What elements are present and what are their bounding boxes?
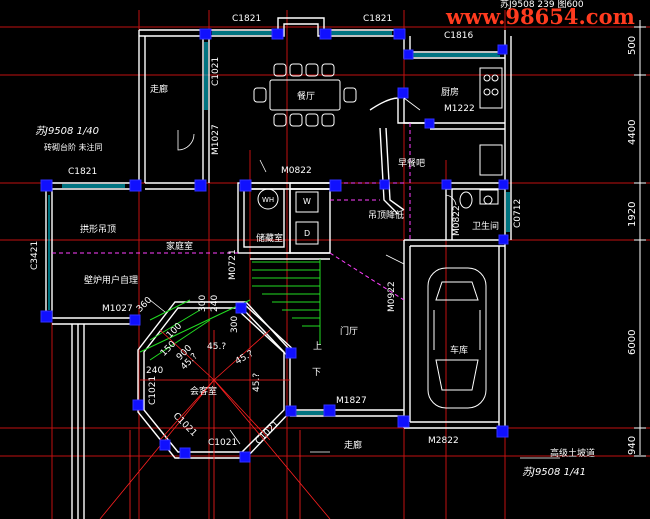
door-code-m1027-dining: M1027 xyxy=(211,124,221,155)
room-corridor: 走廊 xyxy=(150,85,169,95)
ramp-arrow xyxy=(310,451,560,459)
window-code-c1816: C1816 xyxy=(444,31,474,41)
reference-bottom-right: 苏J9508 1/41 xyxy=(522,467,587,478)
car-outline xyxy=(427,267,487,409)
angle-label-a: 45.? xyxy=(207,342,227,352)
door-code-m0922: M0922 xyxy=(387,281,397,312)
window-glazing xyxy=(48,31,510,415)
dimension-240-a: 240 xyxy=(210,294,220,312)
room-garage: 车库 xyxy=(450,346,469,356)
dimension-300-b: 300 xyxy=(198,294,208,312)
room-fireplace-note: 壁炉用户自理 xyxy=(84,276,139,286)
room-lowered-ceiling: 吊顶降低 xyxy=(368,211,405,221)
reference-note: 砖砌台阶 未注同 xyxy=(44,143,103,152)
watermark-text: www.98654.com xyxy=(446,4,635,29)
columns xyxy=(40,28,509,463)
window-code-c0712: C0712 xyxy=(513,198,523,228)
window-code-c1821-left: C1821 xyxy=(232,14,262,24)
door-code-m1027-family: M1027 xyxy=(102,304,133,314)
water-heater-label: WH xyxy=(262,196,275,204)
window-code-c1821-right: C1821 xyxy=(363,14,393,24)
angle-label-d: 45.? xyxy=(252,372,262,392)
window-code-c1821-family: C1821 xyxy=(68,167,98,177)
room-kitchen: 厨房 xyxy=(441,88,460,98)
room-storage: 储藏室 xyxy=(256,234,284,244)
stair-down-label: 下 xyxy=(312,368,322,378)
dimension-chain-right xyxy=(634,20,646,457)
room-sunroom: 会客室 xyxy=(190,387,218,397)
door-code-m0721: M0721 xyxy=(228,249,238,280)
door-swings xyxy=(149,97,457,445)
stair-up-label: 上 xyxy=(313,342,323,352)
room-lobby: 门厅 xyxy=(340,327,359,337)
ramp-label: 高级土坡道 xyxy=(550,449,596,459)
bathroom-fixtures xyxy=(459,189,499,209)
kitchen-fixtures xyxy=(479,67,503,176)
top-reference-fragment: 苏J9508 239 图600 xyxy=(500,0,584,10)
stair-hatching xyxy=(139,259,321,361)
roof-lines xyxy=(99,329,331,519)
dimension-240-b: 240 xyxy=(146,366,164,376)
window-code-c1021-a: C1021 xyxy=(148,375,158,405)
dimension-4400: 4400 xyxy=(627,119,638,145)
door-code-m0822: M0822 xyxy=(281,166,312,176)
door-code-m1827: M1827 xyxy=(336,396,367,406)
dimension-6000: 6000 xyxy=(627,329,638,355)
window-code-c1021-c: C1021 xyxy=(208,438,238,448)
reference-top-left: 苏J9508 1/40 xyxy=(35,126,100,137)
dashed-lines xyxy=(52,123,411,301)
window-code-c3421: C3421 xyxy=(30,240,40,270)
dimension-500: 500 xyxy=(627,35,638,55)
dryer-label: D xyxy=(304,229,311,238)
room-bathroom: 卫生间 xyxy=(472,222,500,232)
grid-lines xyxy=(0,10,650,519)
door-code-m2822: M2822 xyxy=(428,436,459,446)
room-walkway: 走廊 xyxy=(344,441,363,451)
room-family: 家庭室 xyxy=(166,242,194,252)
room-breakfast-bar: 早餐吧 xyxy=(398,159,426,169)
door-code-m0822-bath: M0822 xyxy=(452,205,462,236)
storage-fixtures xyxy=(257,188,319,245)
washer-label: W xyxy=(303,197,311,206)
dimension-300-a: 300 xyxy=(230,315,240,333)
window-code-c1021-dining: C1021 xyxy=(211,56,221,86)
room-dining: 餐厅 xyxy=(297,92,316,102)
door-code-m1222: M1222 xyxy=(444,104,475,114)
room-vaulted-ceiling: 拱形吊顶 xyxy=(80,225,117,235)
dining-furniture xyxy=(253,63,357,127)
dimension-1920: 1920 xyxy=(627,201,638,227)
dimension-940: 940 xyxy=(627,435,638,455)
